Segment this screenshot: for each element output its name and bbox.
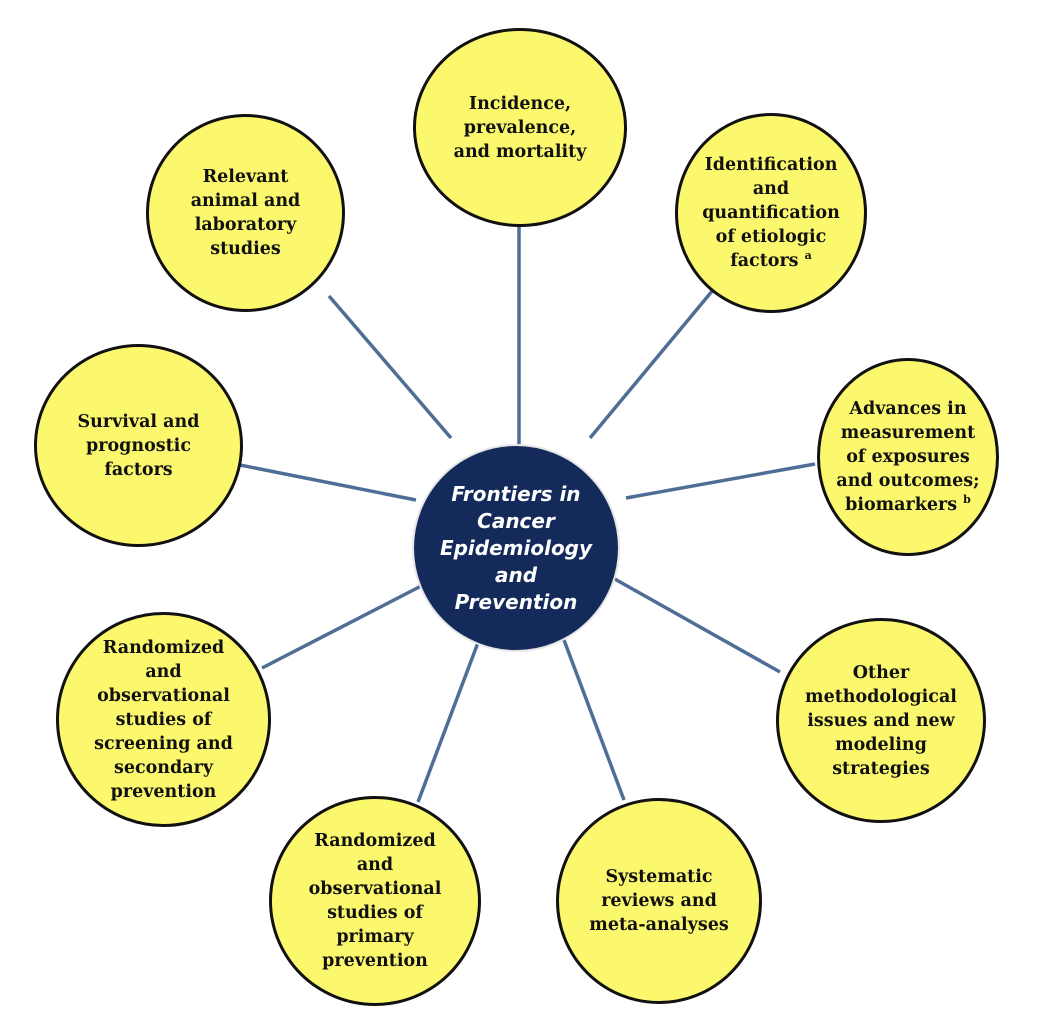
node-etiologic-label: Identification and quantification of eti…: [702, 155, 840, 271]
node-systematic-label: Systematic reviews and meta-analyses: [589, 867, 729, 935]
node-measurement: Advances in measurement of exposures and…: [817, 358, 999, 556]
node-primary-label: Randomized and observational studies of …: [308, 831, 442, 971]
node-screening-label: Randomized and observational studies of …: [94, 637, 233, 802]
node-methodological: Other methodological issues and new mode…: [776, 618, 986, 823]
connector-screening: [261, 582, 426, 670]
footnote-marker-a: a: [804, 249, 812, 263]
connector-methodological: [612, 576, 781, 674]
node-survival: Survival and prognostic factors: [34, 344, 243, 547]
connector-measurement: [625, 462, 816, 500]
connector-primary: [416, 623, 487, 803]
node-screening: Randomized and observational studies of …: [56, 612, 271, 827]
node-animal: Relevant animal and laboratory studies: [146, 114, 345, 312]
center-hub: Frontiers in Cancer Epidemiology and Pre…: [412, 444, 620, 652]
node-incidence: Incidence, prevalence, and mortality: [413, 28, 627, 227]
connector-systematic: [556, 623, 626, 801]
node-etiologic: Identification and quantification of eti…: [675, 113, 867, 313]
connector-etiologic: [588, 288, 715, 440]
center-title: Frontiers in Cancer Epidemiology and Pre…: [439, 481, 593, 614]
footnote-marker-b: b: [963, 493, 971, 507]
node-primary: Randomized and observational studies of …: [269, 796, 481, 1006]
node-animal-label: Relevant animal and laboratory studies: [190, 167, 301, 259]
node-survival-label: Survival and prognostic factors: [77, 411, 200, 480]
node-measurement-label: Advances in measurement of exposures and…: [836, 399, 980, 515]
connector-survival: [234, 462, 417, 502]
node-methodological-label: Other methodological issues and new mode…: [805, 662, 957, 779]
node-incidence-label: Incidence, prevalence, and mortality: [453, 93, 587, 162]
connector-animal: [327, 294, 453, 440]
node-systematic: Systematic reviews and meta-analyses: [556, 798, 762, 1004]
